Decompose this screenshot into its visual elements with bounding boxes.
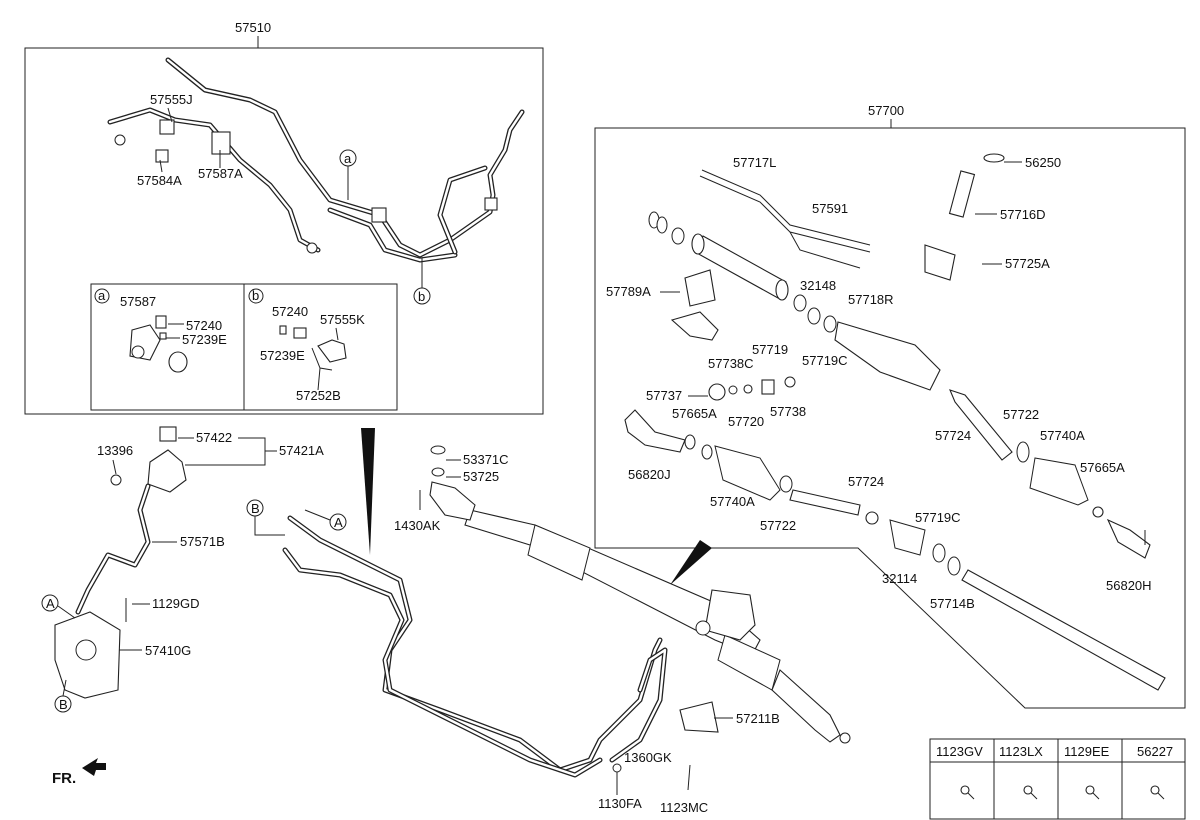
label-57665A-left: 57665A — [672, 406, 717, 421]
label-57740A-right: 57740A — [1040, 428, 1085, 443]
lower-hoses-drawing — [282, 445, 851, 791]
label-57584A: 57584A — [137, 173, 182, 188]
leader-wedge-right — [670, 540, 712, 585]
bolt-icon-1 — [960, 785, 975, 800]
fastener-header-2: 1123LX — [999, 744, 1043, 759]
label-57571B: 57571B — [180, 534, 225, 549]
label-57700: 57700 — [868, 103, 904, 118]
inset-a-tag: a — [98, 288, 106, 303]
label-57738C: 57738C — [708, 356, 754, 371]
label-57722-left: 57722 — [760, 518, 796, 533]
label-57719: 57719 — [752, 342, 788, 357]
label-1130FA: 1130FA — [598, 796, 642, 811]
label-57717L: 57717L — [733, 155, 776, 170]
label-13396: 13396 — [97, 443, 133, 458]
label-57722-right: 57722 — [1003, 407, 1039, 422]
label-57410G: 57410G — [145, 643, 191, 658]
fastener-header-3: 1129EE — [1064, 744, 1110, 759]
hose-assembly-drawing — [107, 57, 525, 263]
label-57665A-right: 57665A — [1080, 460, 1125, 475]
rack-assembly-box — [594, 127, 1186, 709]
label-57725A: 57725A — [1005, 256, 1050, 271]
label-56820H: 56820H — [1106, 578, 1152, 593]
label-57738: 57738 — [770, 404, 806, 419]
pump-drawing — [54, 426, 187, 699]
callout-A-center — [329, 513, 347, 531]
bolt-icon-2 — [1023, 785, 1038, 800]
label-57211B: 57211B — [736, 711, 780, 726]
label-57724-right: 57724 — [935, 428, 971, 443]
label-57555J: 57555J — [150, 92, 193, 107]
label-56820J: 56820J — [628, 467, 671, 482]
fastener-header-4: 56227 — [1137, 744, 1173, 759]
label-57252B: 57252B — [296, 388, 341, 403]
inset-b-tag: b — [252, 288, 259, 303]
label-57720: 57720 — [728, 414, 764, 429]
label-57716D: 57716D — [1000, 207, 1046, 222]
label-57719C-top: 57719C — [802, 353, 848, 368]
label-53371C: 53371C — [463, 452, 509, 467]
bolt-icon-3 — [1085, 785, 1100, 800]
front-direction-label: FR. — [52, 770, 76, 787]
label-32148: 32148 — [800, 278, 836, 293]
label-53725: 53725 — [463, 469, 499, 484]
label-57737: 57737 — [646, 388, 682, 403]
label-57240-b: 57240 — [272, 304, 308, 319]
leader-wedge-left — [361, 428, 375, 555]
label-57591: 57591 — [812, 201, 848, 216]
fastener-table: 1123GV 1123LX 1129EE 56227 — [929, 738, 1186, 820]
label-57587: 57587 — [120, 294, 156, 309]
label-56250: 56250 — [1025, 155, 1061, 170]
label-1129GD: 1129GD — [152, 596, 199, 611]
callout-a: a — [344, 151, 352, 166]
label-57421A: 57421A — [279, 443, 324, 458]
label-57422: 57422 — [196, 430, 232, 445]
label-57718R: 57718R — [848, 292, 894, 307]
label-1430AK: 1430AK — [394, 518, 441, 533]
bracket-57587-drawing — [129, 315, 188, 373]
hose-assembly-box — [24, 47, 544, 415]
callout-A-left-text: A — [46, 596, 55, 611]
rack-housing-drawing — [624, 153, 1166, 691]
label-57714B: 57714B — [930, 596, 975, 611]
label-57719C-bottom: 57719C — [915, 510, 961, 525]
front-arrow-icon — [82, 758, 106, 776]
bolt-icon-4 — [1150, 785, 1165, 800]
callout-B-center-text: B — [251, 501, 260, 516]
label-57555K: 57555K — [320, 312, 365, 327]
label-57239E-a: 57239E — [182, 332, 227, 347]
callout-B-left-text: B — [59, 697, 68, 712]
label-57789A: 57789A — [606, 284, 651, 299]
label-32114: 32114 — [882, 571, 917, 586]
callout-A-left — [41, 594, 59, 612]
label-1123MC: 1123MC — [660, 800, 708, 815]
label-57587A: 57587A — [198, 166, 243, 181]
label-57510: 57510 — [235, 20, 271, 35]
callout-b: b — [418, 289, 425, 304]
clip-57555K-drawing — [279, 325, 347, 371]
label-57724-left: 57724 — [848, 474, 884, 489]
label-1360GK: 1360GK — [624, 750, 672, 765]
label-57740A-left: 57740A — [710, 494, 755, 509]
label-57239E-b: 57239E — [260, 348, 305, 363]
label-57240-a: 57240 — [186, 318, 222, 333]
fastener-header-1: 1123GV — [936, 744, 983, 759]
callout-A-center-text: A — [334, 515, 343, 530]
